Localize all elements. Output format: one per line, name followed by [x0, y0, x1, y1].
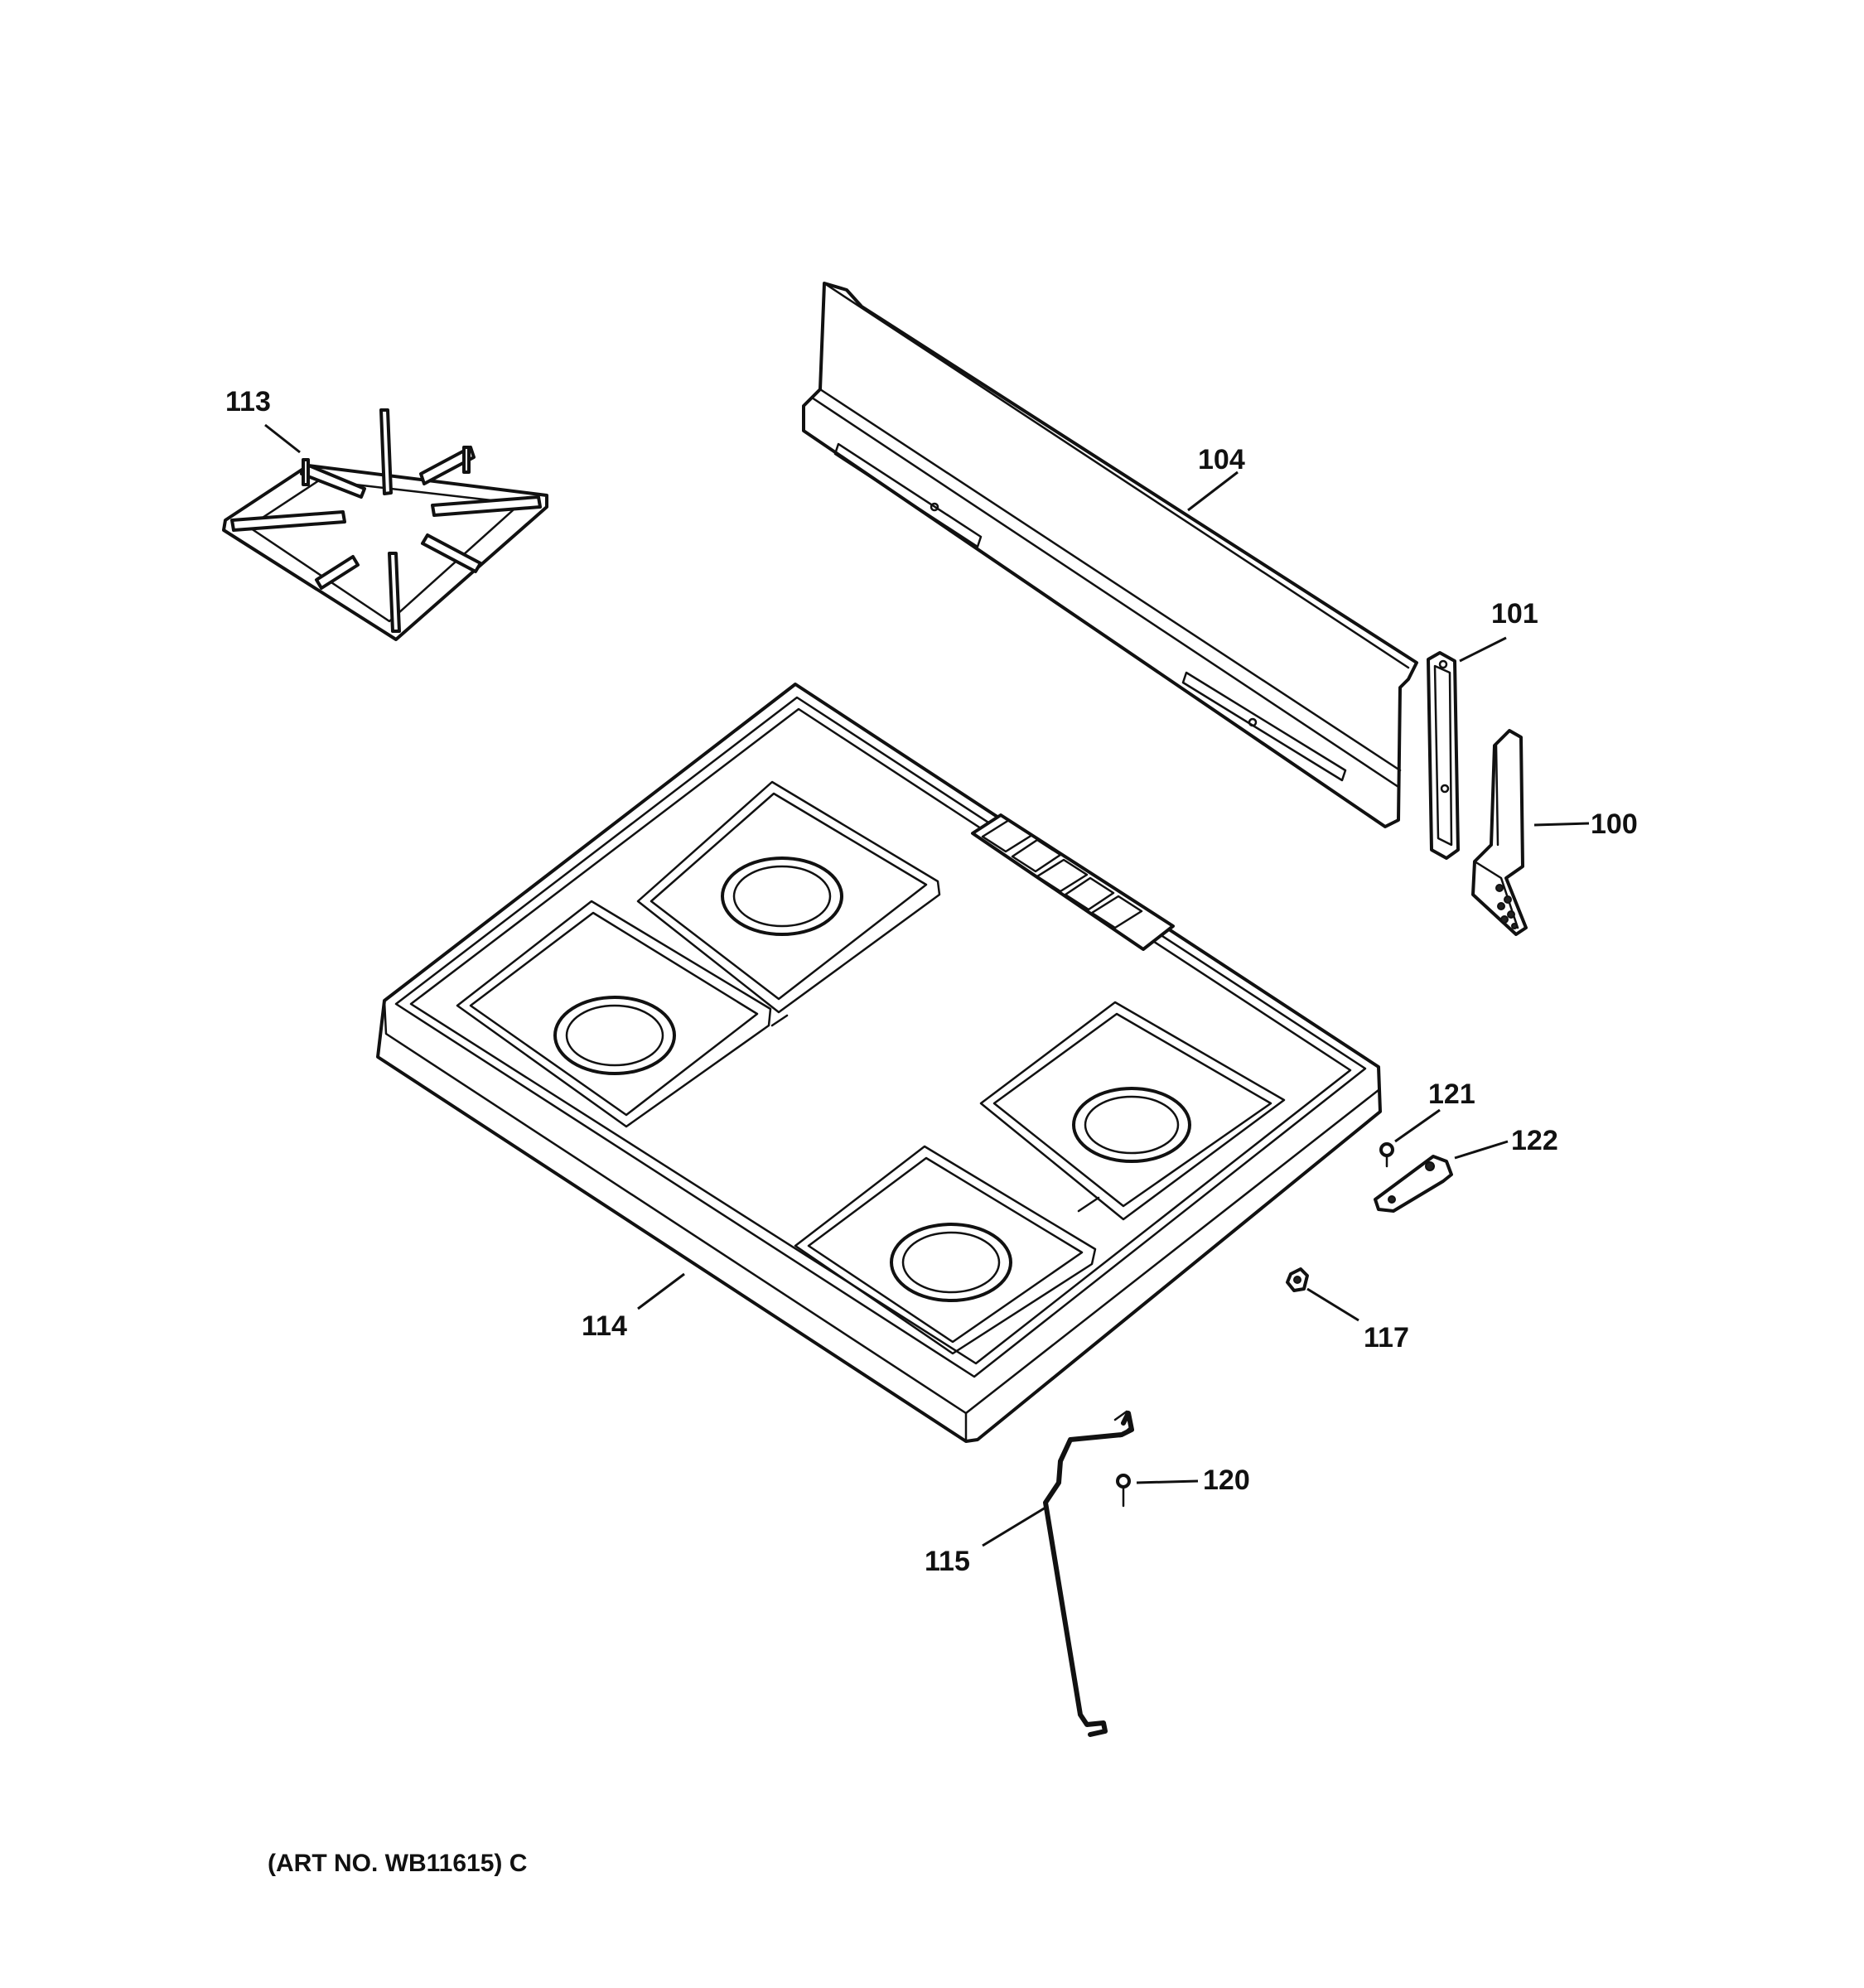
side-end-cap: [1471, 729, 1528, 936]
cooktop: [376, 683, 1382, 1443]
callout-121: 121: [1428, 1078, 1475, 1110]
callout-labels: 113 104 101 100 121 122 117 114 120 115: [225, 386, 1638, 1577]
end-cap-vent-holes: [1495, 884, 1518, 929]
burner-grate: [222, 408, 548, 641]
nut: [1286, 1267, 1309, 1292]
end-cap-bracket: [1427, 651, 1460, 860]
rod-screw: [1116, 1474, 1131, 1508]
art-number-label: (ART NO. WB11615) C: [268, 1850, 528, 1877]
leader-lines: [264, 423, 1590, 1547]
callout-100: 100: [1591, 808, 1638, 840]
callout-113: 113: [225, 386, 271, 417]
callout-114: 114: [582, 1310, 627, 1342]
cooktop-bracket: [1374, 1155, 1453, 1213]
callout-115: 115: [925, 1546, 970, 1577]
control-vent: [971, 813, 1175, 951]
screw: [1379, 1142, 1394, 1168]
callout-104: 104: [1198, 444, 1245, 475]
callout-101: 101: [1491, 598, 1538, 630]
callout-117: 117: [1364, 1322, 1409, 1353]
callout-122: 122: [1511, 1125, 1558, 1156]
support-rod: [1043, 1410, 1134, 1737]
backsplash-trim: [802, 282, 1418, 828]
callout-120: 120: [1203, 1464, 1250, 1496]
